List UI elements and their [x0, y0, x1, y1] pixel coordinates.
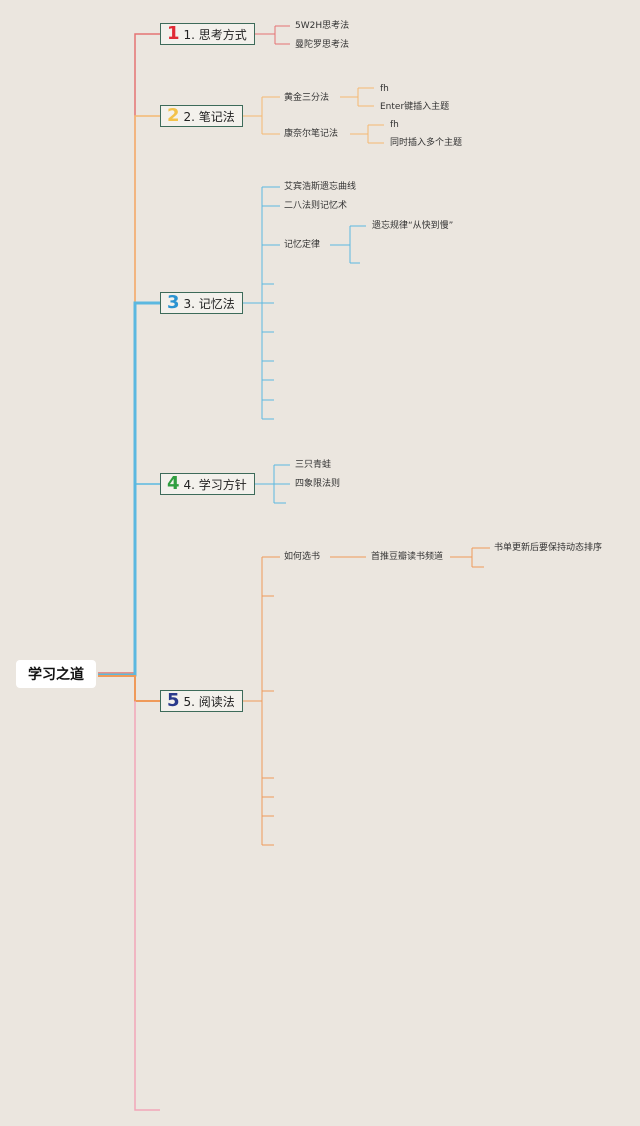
branch-1-label: 1. 思考方式	[183, 27, 247, 42]
connector-root-b1	[98, 33, 160, 674]
b5-child-lines	[243, 547, 490, 846]
b2-child-1[interactable]: 黄金三分法	[284, 93, 330, 103]
branch-2-label: 2. 笔记法	[183, 109, 235, 124]
branch-4-number: 4	[167, 473, 180, 494]
b3-child-3-1[interactable]: 遗忘规律“从快到慢”	[372, 221, 454, 231]
branch-1-node[interactable]: 1 1. 思考方式	[160, 23, 255, 45]
branch-5-number: 5	[167, 690, 180, 711]
branch-3-node[interactable]: 3 3. 记忆法	[160, 292, 243, 314]
root-node[interactable]: 学习之道	[16, 660, 96, 688]
branch-4-label: 4. 学习方针	[183, 477, 247, 492]
b3-child-1[interactable]: 艾宾浩斯遗忘曲线	[284, 182, 357, 192]
b5-child-1-1[interactable]: 首推豆瓣读书频道	[371, 552, 444, 562]
branch-2-node[interactable]: 2 2. 笔记法	[160, 105, 243, 127]
branch-4-node[interactable]: 4 4. 学习方针	[160, 473, 255, 495]
b3-child-2[interactable]: 二八法则记忆术	[284, 201, 348, 211]
b1-child-lines	[255, 25, 290, 45]
b1-child-2[interactable]: 曼陀罗思考法	[295, 40, 350, 50]
branch-2-number: 2	[167, 105, 180, 126]
b1-child-1[interactable]: 5W2H思考法	[295, 21, 350, 31]
branch-5-node[interactable]: 5 5. 阅读法	[160, 690, 243, 712]
connector-root-b2	[98, 115, 160, 675]
b2-child-1-2[interactable]: Enter键插入主题	[380, 102, 450, 112]
b5-child-1-1-1[interactable]: 书单更新后要保持动态排序	[494, 543, 603, 553]
b2-child-2-1[interactable]: fh	[390, 120, 399, 130]
branch-3-number: 3	[167, 292, 180, 313]
connector-root-b3	[98, 301, 160, 677]
branch-1-number: 1	[167, 23, 180, 44]
b4-child-1[interactable]: 三只青蛙	[295, 460, 332, 470]
b3-child-lines	[243, 186, 366, 420]
trunk-lines	[98, 33, 160, 1111]
b2-child-2[interactable]: 康奈尔笔记法	[284, 129, 339, 139]
b2-child-2-2[interactable]: 同时插入多个主题	[390, 138, 463, 148]
b5-child-1[interactable]: 如何选书	[284, 552, 321, 562]
connector-root-empty	[134, 701, 160, 1111]
b2-child-lines	[243, 87, 384, 144]
root-label: 学习之道	[28, 667, 84, 683]
b3-child-3[interactable]: 记忆定律	[284, 240, 321, 250]
b4-child-lines	[255, 464, 290, 504]
branch-5-label: 5. 阅读法	[183, 694, 235, 709]
branch-3-label: 3. 记忆法	[183, 296, 235, 311]
b2-child-1-1[interactable]: fh	[380, 84, 389, 94]
b4-child-2[interactable]: 四象限法则	[295, 479, 341, 489]
connector-root-b5	[98, 675, 160, 702]
